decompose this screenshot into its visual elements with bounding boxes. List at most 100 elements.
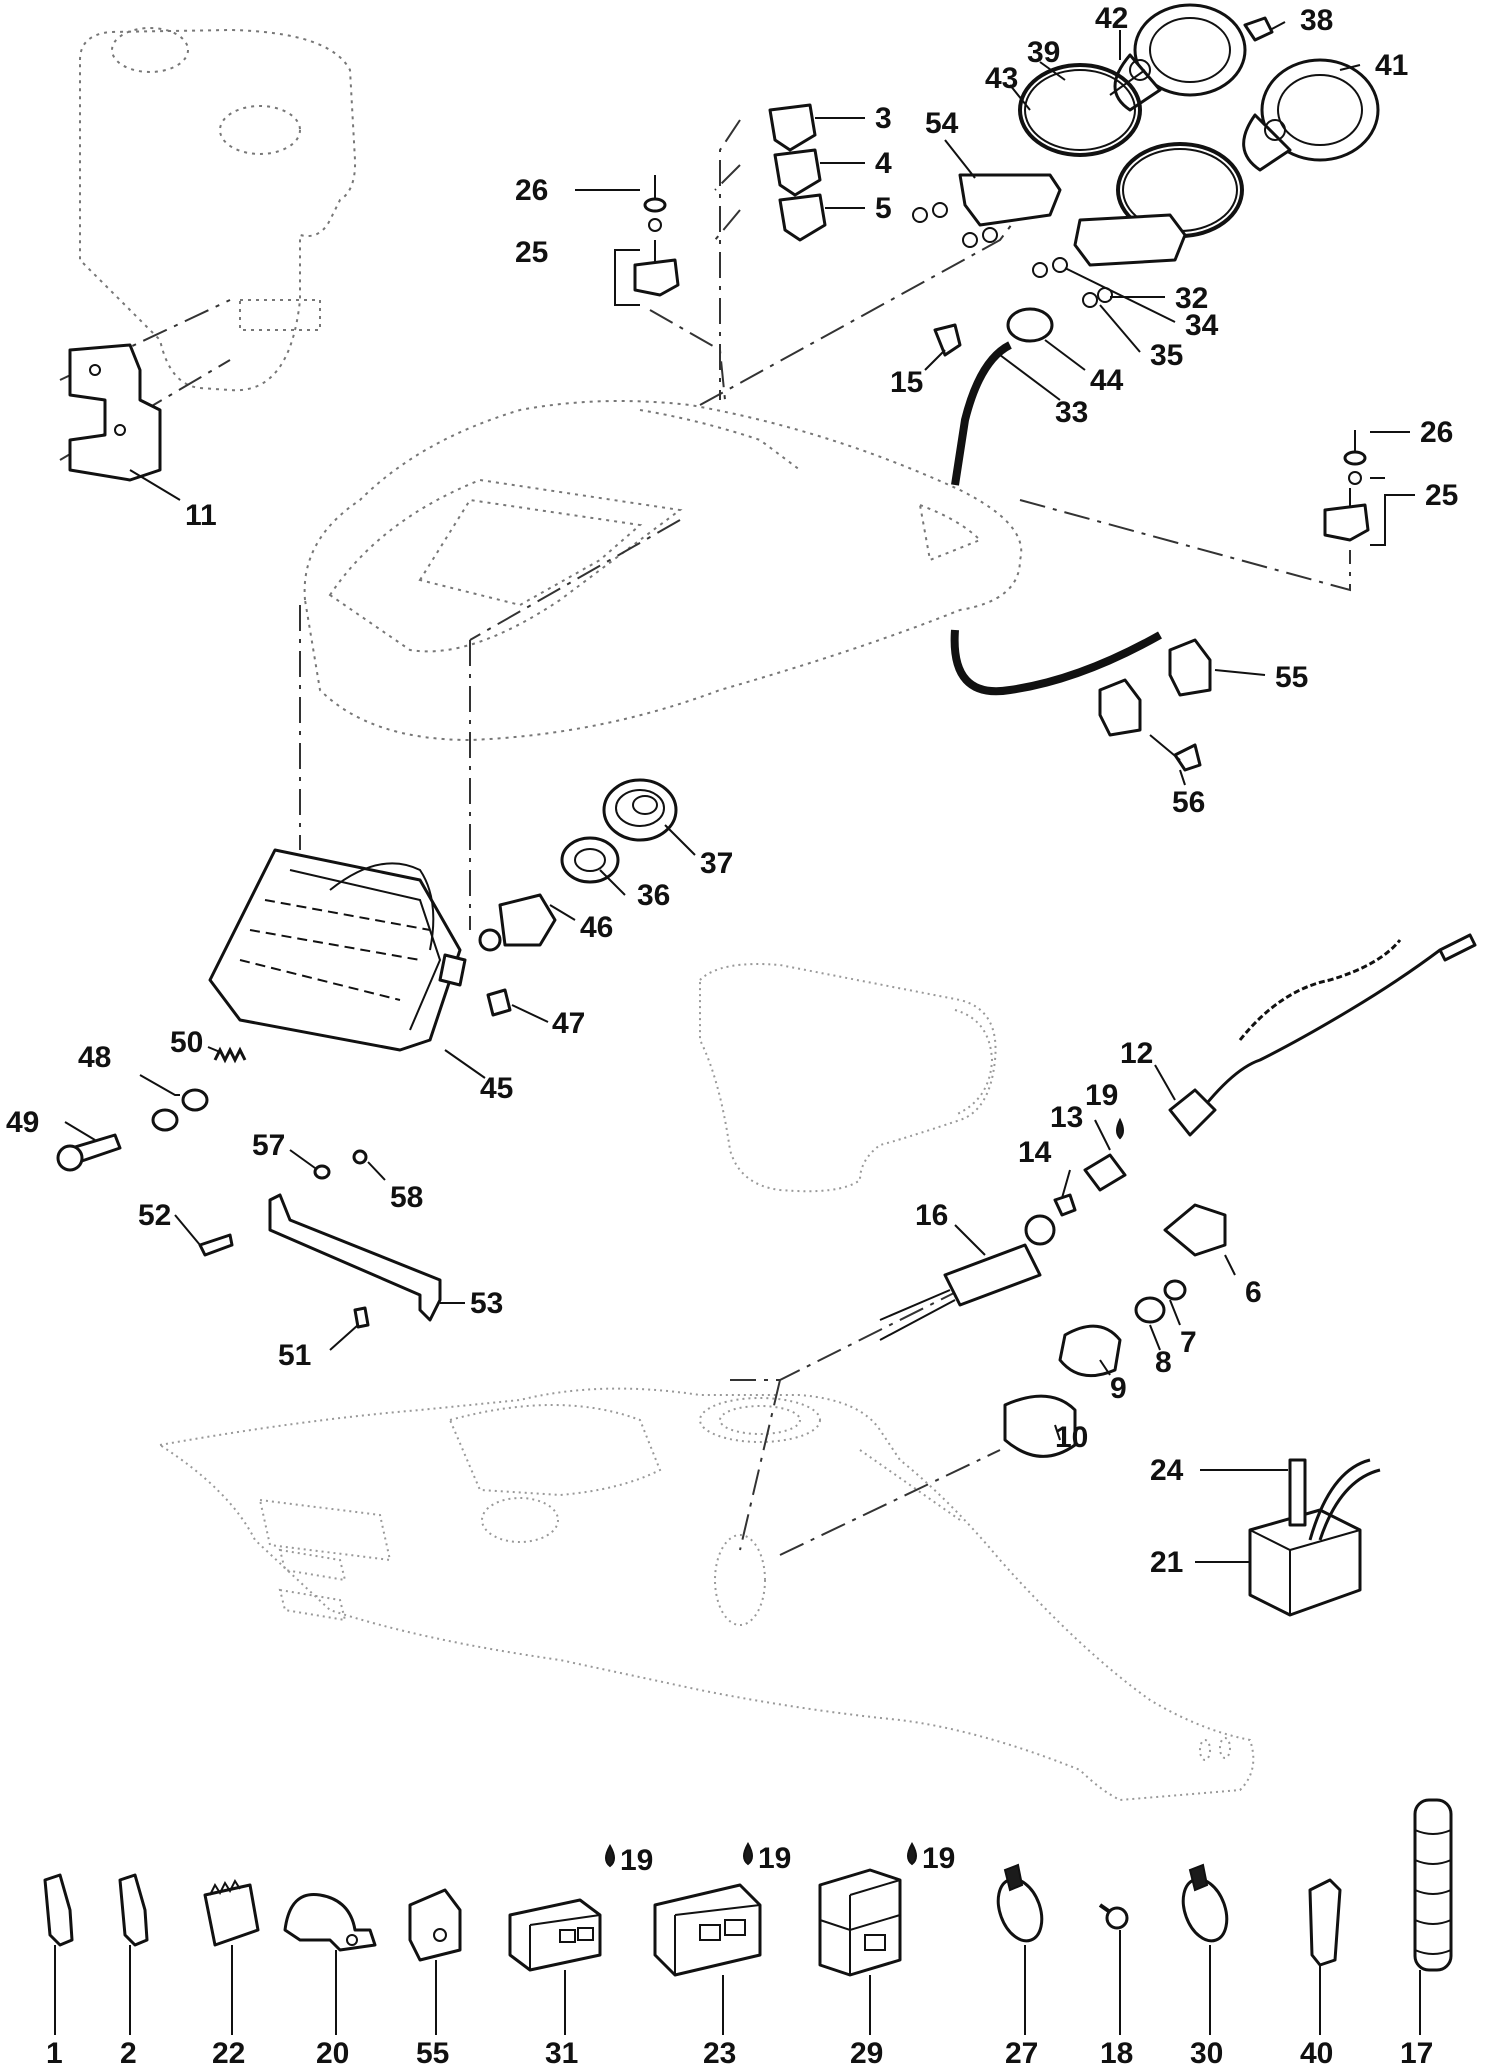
callout-30: 30 (1190, 2037, 1223, 2069)
drop-icon (907, 1841, 917, 1866)
callout-32: 32 (1175, 282, 1208, 315)
callout-21: 21 (1150, 1546, 1183, 1579)
connector-29 (818, 1868, 902, 1977)
sleeve-17 (1413, 1798, 1453, 1972)
callout-50: 50 (170, 1026, 203, 1059)
callout-44: 44 (1090, 364, 1124, 397)
callout-27: 27 (1005, 2037, 1038, 2069)
callout-11: 11 (185, 499, 217, 532)
chassis-outline (157, 1387, 1255, 1802)
callout-31: 31 (545, 2037, 578, 2069)
callout-17: 17 (1400, 2037, 1433, 2069)
callout-24: 24 (1150, 1454, 1184, 1487)
callout-9: 9 (1110, 1372, 1127, 1405)
callout-54: 54 (925, 107, 959, 140)
headlamp-boot (602, 778, 678, 842)
gauge-brackets (912, 173, 1187, 308)
callout-19: 19 (758, 1842, 791, 1875)
clamp-55 (408, 1888, 462, 1962)
callout-38: 38 (1300, 4, 1333, 37)
callout-37: 37 (700, 847, 733, 880)
callout-56: 56 (1172, 786, 1205, 819)
callout-2: 2 (120, 2037, 137, 2069)
connector-31 (508, 1898, 602, 1972)
voltage-regulator (1248, 1458, 1381, 1617)
callout-52: 52 (138, 1199, 171, 1232)
leader-lines (54, 21, 1421, 2035)
console-outline (303, 400, 1023, 742)
callout-35: 35 (1150, 339, 1183, 372)
callout-4: 4 (875, 147, 892, 180)
callout-36: 36 (637, 879, 670, 912)
headlamp-clip (486, 988, 512, 1017)
callout-25: 25 (1425, 479, 1458, 512)
callout-13: 13 (1050, 1101, 1083, 1134)
callout-15: 15 (890, 366, 923, 399)
cable-clamps (1098, 638, 1212, 772)
callout-45: 45 (480, 1072, 513, 1105)
rocker-switches (768, 103, 827, 242)
callout-39: 39 (1027, 36, 1060, 69)
headlamp-bulb (478, 893, 557, 952)
callout-25: 25 (515, 236, 548, 269)
callout-19: 19 (922, 1842, 955, 1875)
connector-23 (653, 1883, 762, 1977)
callout-42: 42 (1095, 2, 1128, 35)
callout-29: 29 (850, 2037, 883, 2069)
callout-14: 14 (1018, 1136, 1052, 1169)
toggle-switch-left (633, 175, 680, 297)
callout-18: 18 (1100, 2037, 1133, 2069)
terminal-2 (118, 1873, 149, 1947)
callout-49: 49 (6, 1106, 39, 1139)
callout-43: 43 (985, 62, 1018, 95)
callout-10: 10 (1055, 1421, 1088, 1454)
callout-46: 46 (580, 911, 613, 944)
headlamp-adjuster-hardware (56, 1046, 247, 1172)
toggle-switch-right (1323, 430, 1370, 542)
callout-7: 7 (1180, 1326, 1197, 1359)
callout-20: 20 (316, 2037, 349, 2069)
gauge-speedometer (1109, 3, 1247, 112)
tether-cord (1053, 933, 1477, 1217)
callout-51: 51 (278, 1339, 311, 1372)
callout-57: 57 (252, 1129, 285, 1162)
terminal-1 (43, 1873, 74, 1947)
ring-terminal-18 (1098, 1903, 1129, 1930)
headlamp (208, 848, 467, 1052)
indicator-bulb (1243, 16, 1274, 42)
callout-12: 12 (1120, 1037, 1153, 1070)
callout-5: 5 (875, 192, 892, 225)
oil-tank-bracket (68, 343, 162, 482)
callout-22: 22 (212, 2037, 245, 2069)
gauge-tachometer (1242, 58, 1380, 172)
clamp-20 (283, 1892, 377, 1952)
callout-47: 47 (552, 1007, 585, 1040)
callout-34: 34 (1185, 309, 1219, 342)
callout-19: 19 (1085, 1079, 1118, 1112)
callout-23: 23 (703, 2037, 736, 2069)
headlamp-support-bracket (198, 1149, 442, 1329)
seat-outline (699, 963, 997, 1193)
callout-48: 48 (78, 1041, 111, 1074)
callout-19: 19 (620, 1844, 653, 1877)
callout-16: 16 (915, 1199, 948, 1232)
callout-58: 58 (390, 1181, 423, 1214)
cable-tie-27 (996, 1863, 1044, 1943)
callout-8: 8 (1155, 1346, 1172, 1379)
callout-53: 53 (470, 1287, 503, 1320)
cable-tie-30 (1181, 1863, 1229, 1943)
drop-icon (743, 1841, 753, 1866)
callout-26: 26 (515, 174, 548, 207)
callout-1: 1 (46, 2037, 63, 2069)
callout-26: 26 (1420, 416, 1453, 449)
callout-3: 3 (875, 102, 892, 135)
drop-icon (605, 1843, 615, 1868)
clip-22 (203, 1878, 260, 1947)
speedometer-cable (933, 307, 1162, 696)
callout-40: 40 (1300, 2037, 1333, 2069)
bulb-retaining-ring (560, 836, 620, 884)
callout-6: 6 (1245, 1276, 1262, 1309)
callout-55: 55 (1275, 661, 1308, 694)
oil-tank-outline (79, 27, 357, 392)
